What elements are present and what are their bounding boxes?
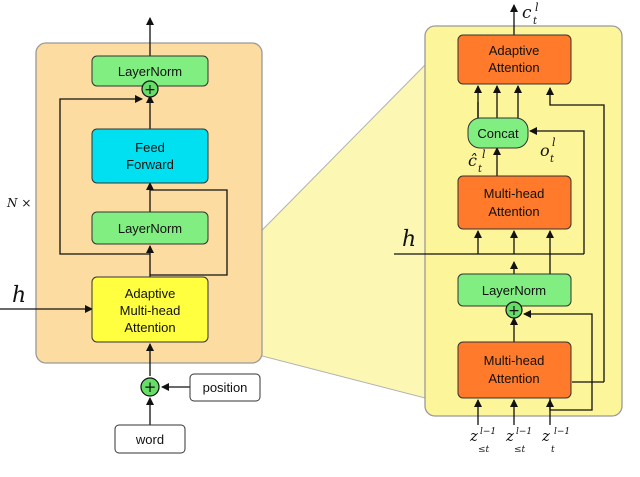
left-layernorm-mid: LayerNorm bbox=[91, 211, 209, 245]
left-h-input-label: h bbox=[12, 283, 26, 308]
svg-text:≤t: ≤t bbox=[514, 445, 526, 455]
bottom-input-2: z ≤t l−1 bbox=[505, 427, 532, 455]
word-box: word bbox=[114, 424, 186, 454]
repeat-label: N × bbox=[6, 196, 31, 210]
svg-text:+: + bbox=[144, 378, 157, 396]
left-residual-add-top bbox=[141, 80, 159, 98]
right-adaptive-attention: Adaptive Attention bbox=[457, 34, 572, 85]
svg-text:o: o bbox=[540, 141, 550, 160]
svg-text:t: t bbox=[551, 445, 555, 455]
svg-text:Feed: Feed bbox=[135, 140, 165, 155]
right-layernorm: LayerNorm bbox=[457, 273, 572, 307]
left-feed-forward: Feed Forward bbox=[91, 128, 209, 184]
svg-text:Forward: Forward bbox=[126, 157, 174, 172]
left-adaptive-mha: Adaptive Multi-head Attention bbox=[91, 276, 209, 343]
svg-text:Attention: Attention bbox=[124, 320, 175, 335]
svg-text:word: word bbox=[135, 432, 164, 447]
left-layernorm-top: LayerNorm bbox=[91, 55, 209, 87]
svg-text:l: l bbox=[552, 136, 556, 149]
svg-text:Attention: Attention bbox=[488, 60, 539, 75]
svg-text:Multi-head: Multi-head bbox=[484, 186, 545, 201]
svg-text:Adaptive: Adaptive bbox=[125, 286, 176, 301]
svg-text:Multi-head: Multi-head bbox=[484, 353, 545, 368]
position-box: position bbox=[189, 373, 261, 402]
svg-text:z: z bbox=[505, 427, 514, 445]
svg-text:l−1: l−1 bbox=[554, 427, 570, 437]
output-label-c: c t l bbox=[522, 1, 539, 27]
svg-text:z: z bbox=[541, 427, 550, 445]
bottom-input-3: z t l−1 bbox=[541, 427, 570, 455]
right-mha-lower: Multi-head Attention bbox=[457, 341, 572, 399]
svg-text:ĉ: ĉ bbox=[468, 151, 477, 170]
svg-text:position: position bbox=[203, 380, 248, 395]
svg-text:+: + bbox=[508, 303, 520, 319]
svg-text:z: z bbox=[469, 427, 478, 445]
svg-text:Multi-head: Multi-head bbox=[120, 303, 181, 318]
svg-text:t: t bbox=[550, 154, 555, 165]
svg-text:Concat: Concat bbox=[477, 126, 519, 141]
right-mha-upper: Multi-head Attention bbox=[457, 175, 572, 230]
svg-text:l−1: l−1 bbox=[516, 427, 532, 437]
svg-text:l: l bbox=[482, 148, 486, 161]
svg-text:c: c bbox=[522, 3, 532, 23]
svg-text:≤t: ≤t bbox=[478, 445, 490, 455]
svg-text:t: t bbox=[533, 16, 538, 27]
svg-text:Adaptive: Adaptive bbox=[489, 43, 540, 58]
svg-text:l−1: l−1 bbox=[480, 427, 496, 437]
svg-text:Attention: Attention bbox=[488, 371, 539, 386]
o-label: o t l bbox=[540, 136, 556, 165]
right-concat: Concat bbox=[467, 117, 529, 149]
svg-text:l: l bbox=[535, 1, 539, 14]
svg-text:LayerNorm: LayerNorm bbox=[482, 283, 546, 298]
bottom-input-1: z ≤t l−1 bbox=[469, 427, 496, 455]
svg-text:LayerNorm: LayerNorm bbox=[118, 64, 182, 79]
right-h-input-label: h bbox=[402, 227, 416, 252]
right-residual-add bbox=[505, 301, 523, 319]
svg-text:Attention: Attention bbox=[488, 204, 539, 219]
position-add-icon bbox=[140, 377, 160, 397]
svg-text:t: t bbox=[478, 164, 483, 175]
svg-text:LayerNorm: LayerNorm bbox=[118, 221, 182, 236]
svg-text:+: + bbox=[144, 82, 156, 98]
c-hat-label: ĉ t l bbox=[468, 148, 486, 175]
